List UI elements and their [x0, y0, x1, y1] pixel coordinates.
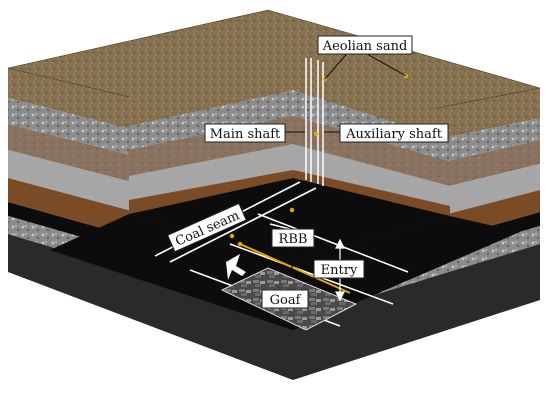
coal-seam-floor [129, 178, 450, 260]
inner-wall-left-topsoil [129, 56, 293, 126]
rbb-line [239, 243, 351, 294]
shafts [305, 58, 324, 186]
inner-wall-left-sandstone [129, 170, 293, 214]
leader-aeolian-sand-2 [324, 49, 351, 80]
mining-direction-arrow [226, 254, 246, 280]
panel-boundary-right [269, 223, 291, 230]
marker-dot [289, 207, 295, 213]
auxiliary-shaft-label: Auxiliary shaft [345, 127, 443, 142]
coal-seam-front [50, 214, 293, 330]
inner-wall-right-topsoil [293, 56, 450, 140]
marker-dot [229, 233, 235, 239]
callout-rbb: RBB [271, 228, 315, 248]
callout-entry: Entry [313, 259, 365, 279]
right-face-base [293, 244, 540, 380]
rbb-label: RBB [279, 232, 308, 247]
auxiliary-roadway [169, 187, 317, 263]
inner-wall-left-gravel [129, 90, 293, 150]
main-shaft-label: Main shaft [210, 127, 281, 142]
callout-aeolian-sand: Aeolian sand [317, 35, 413, 55]
left-face-base [8, 234, 293, 380]
inner-wall-right-mudstone [293, 116, 450, 186]
goaf-label: Goaf [270, 293, 302, 308]
callout-main-shaft: Main shaft [204, 123, 286, 143]
aeolian-sand-label: Aeolian sand [322, 39, 408, 54]
callout-goaf: Goaf [261, 289, 309, 309]
inner-wall-right-sandstone [293, 170, 450, 216]
marker-dot [237, 241, 243, 247]
marker-dot [313, 131, 319, 137]
entry-roadway-outer [257, 213, 409, 273]
inner-wall-left-siltstone [129, 144, 293, 200]
entry-roadway-inner [229, 243, 394, 305]
inner-wall-right-siltstone [293, 144, 450, 206]
callout-auxiliary-shaft: Auxiliary shaft [339, 123, 449, 143]
entry-label: Entry [321, 263, 358, 278]
